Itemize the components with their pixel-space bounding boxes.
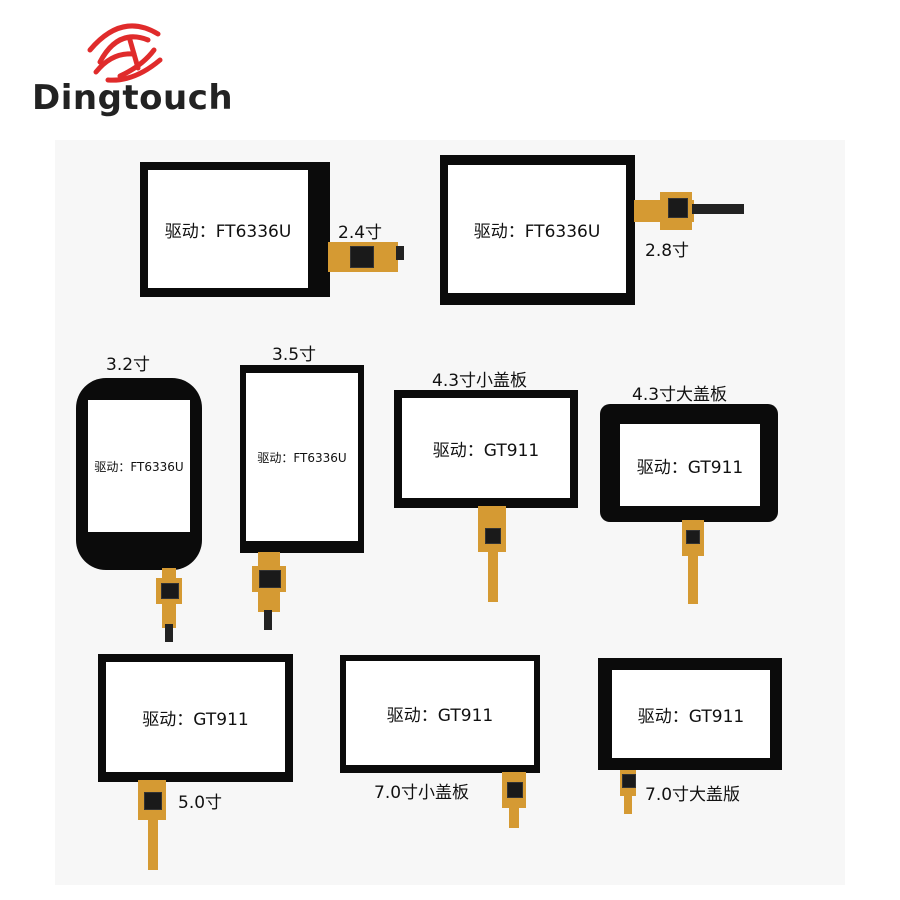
connector bbox=[692, 204, 744, 214]
ic-chip bbox=[144, 792, 162, 810]
panel-screen: 驱动：GT911 bbox=[346, 661, 534, 765]
panel-screen: 驱动：FT6336U bbox=[148, 170, 308, 288]
connector bbox=[264, 610, 272, 630]
panel-2-8: 驱动：FT6336U bbox=[440, 155, 635, 305]
panel-2-4: 驱动：FT6336U bbox=[140, 162, 330, 297]
panel-7-0-small: 驱动：GT911 bbox=[340, 655, 540, 773]
driver-label: 驱动：GT911 bbox=[636, 457, 744, 478]
connector bbox=[165, 624, 173, 642]
ic-chip bbox=[622, 774, 636, 788]
driver-label: 驱动：GT911 bbox=[142, 709, 249, 730]
panel-screen: 驱动：GT911 bbox=[106, 662, 285, 772]
panel-screen: 驱动：GT911 bbox=[620, 424, 760, 506]
panel-7-0-large: 驱动：GT911 bbox=[598, 658, 782, 770]
panel-screen: 驱动：FT6336U bbox=[246, 373, 358, 541]
fpc-cable bbox=[488, 550, 498, 602]
panel-4-3-large: 驱动：GT911 bbox=[600, 404, 778, 522]
size-label: 4.3寸大盖板 bbox=[632, 385, 728, 405]
panel-screen: 驱动：FT6336U bbox=[88, 400, 190, 532]
ic-chip bbox=[668, 198, 688, 218]
connector bbox=[396, 246, 404, 260]
size-label: 3.5寸 bbox=[272, 345, 317, 365]
driver-label: 驱动：GT911 bbox=[386, 705, 494, 726]
size-label: 4.3寸小盖板 bbox=[432, 371, 528, 391]
driver-label: 驱动：GT911 bbox=[637, 706, 745, 727]
panel-3-2: 驱动：FT6336U bbox=[76, 378, 202, 570]
panel-3-5: 驱动：FT6336U bbox=[240, 365, 364, 553]
fpc-cable bbox=[624, 794, 632, 814]
panel-screen: 驱动：FT6336U bbox=[448, 165, 626, 293]
fpc-cable bbox=[148, 818, 158, 870]
panel-5-0: 驱动：GT911 bbox=[98, 654, 293, 782]
panel-screen: 驱动：GT911 bbox=[402, 398, 570, 498]
ic-chip bbox=[350, 246, 374, 268]
panel-screen: 驱动：GT911 bbox=[612, 670, 770, 758]
ic-chip bbox=[507, 782, 523, 798]
panel-4-3-small: 驱动：GT911 bbox=[394, 390, 578, 508]
ic-chip bbox=[259, 570, 281, 588]
driver-label: 驱动：FT6336U bbox=[257, 450, 347, 465]
fpc-cable bbox=[688, 554, 698, 604]
size-label: 5.0寸 bbox=[178, 793, 223, 813]
fpc-cable bbox=[509, 806, 519, 828]
driver-label: 驱动：FT6336U bbox=[164, 221, 292, 242]
size-label: 3.2寸 bbox=[106, 355, 151, 375]
driver-label: 驱动：FT6336U bbox=[94, 459, 184, 474]
ic-chip bbox=[161, 583, 179, 599]
fingerprint-logo-icon bbox=[87, 23, 163, 83]
brand-name: Dingtouch bbox=[32, 78, 234, 118]
size-label: 2.8寸 bbox=[645, 241, 690, 261]
ic-chip bbox=[485, 528, 501, 544]
ic-chip bbox=[686, 530, 700, 544]
driver-label: 驱动：GT911 bbox=[432, 440, 540, 461]
size-label: 7.0寸小盖板 bbox=[374, 783, 470, 803]
driver-label: 驱动：FT6336U bbox=[473, 221, 601, 242]
size-label: 7.0寸大盖版 bbox=[645, 785, 741, 805]
size-label: 2.4寸 bbox=[338, 223, 383, 243]
